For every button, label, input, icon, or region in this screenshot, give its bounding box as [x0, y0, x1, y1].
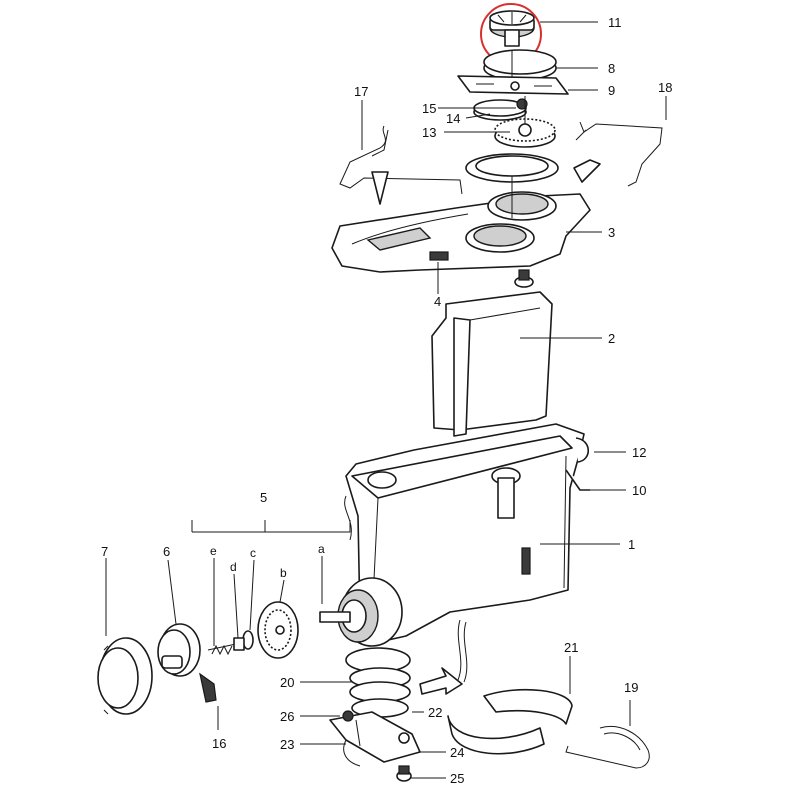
callout-b: b	[280, 566, 287, 580]
leader-lines	[105, 21, 667, 779]
callout-19: 19	[624, 680, 638, 695]
callout-11: 11	[608, 15, 622, 30]
part-17-wire-clip	[339, 125, 463, 205]
clamp-assembly	[329, 710, 421, 782]
callout-24: 24	[450, 745, 464, 760]
part-4-stem	[514, 269, 534, 288]
callout-d: d	[230, 560, 237, 574]
callout-15: 15	[422, 101, 436, 116]
callout-18: 18	[658, 80, 672, 95]
callout-9: 9	[608, 83, 615, 98]
callout-10: 10	[632, 483, 646, 498]
callout-20: 20	[280, 675, 294, 690]
callout-2: 2	[608, 331, 615, 346]
callout-c: c	[250, 546, 256, 560]
part-20-rings	[349, 667, 411, 718]
part-19-retainer	[565, 726, 650, 769]
callout-17: 17	[354, 84, 368, 99]
group-5-bracket	[191, 520, 351, 533]
part-7-ring-nut	[97, 637, 153, 715]
callout-13: 13	[422, 125, 436, 140]
callout-23: 23	[280, 737, 294, 752]
callout-3: 3	[608, 225, 615, 240]
callout-25: 25	[450, 771, 464, 786]
part-8-cap	[483, 49, 557, 86]
part-11-knob	[480, 3, 542, 65]
callout-22: 22	[428, 705, 442, 720]
part-b-diaphragm	[257, 601, 299, 659]
part-14-15-washers	[473, 98, 528, 121]
callout-labels: 11 8 9 15 14 13 17 18 3 4 2 12 10 1 5 7 …	[101, 15, 672, 786]
callout-1: 1	[628, 537, 635, 552]
callout-e: e	[210, 544, 217, 558]
part-21-split-ring	[447, 688, 573, 755]
part-3-top-cover	[331, 176, 591, 273]
pump-housing-a	[319, 577, 411, 673]
callout-12: 12	[632, 445, 646, 460]
part-d-e-pin-spring	[207, 637, 245, 656]
part-1-tank-body	[344, 423, 590, 683]
callout-4: 4	[434, 294, 441, 309]
callout-7: 7	[101, 544, 108, 559]
callout-5: 5	[260, 490, 267, 505]
callout-a: a	[318, 542, 325, 556]
part-13-gear	[494, 96, 556, 148]
part-6-pump-plate	[157, 623, 217, 703]
callout-8: 8	[608, 61, 615, 76]
callout-21: 21	[564, 640, 578, 655]
callout-14: 14	[446, 111, 460, 126]
part-9-bracket	[457, 75, 569, 95]
callout-6: 6	[163, 544, 170, 559]
part-2-frame	[431, 291, 553, 437]
callout-26: 26	[280, 709, 294, 724]
flow-arrows	[419, 667, 463, 695]
callout-16: 16	[212, 736, 226, 751]
part-18-wire-clip	[573, 121, 663, 187]
